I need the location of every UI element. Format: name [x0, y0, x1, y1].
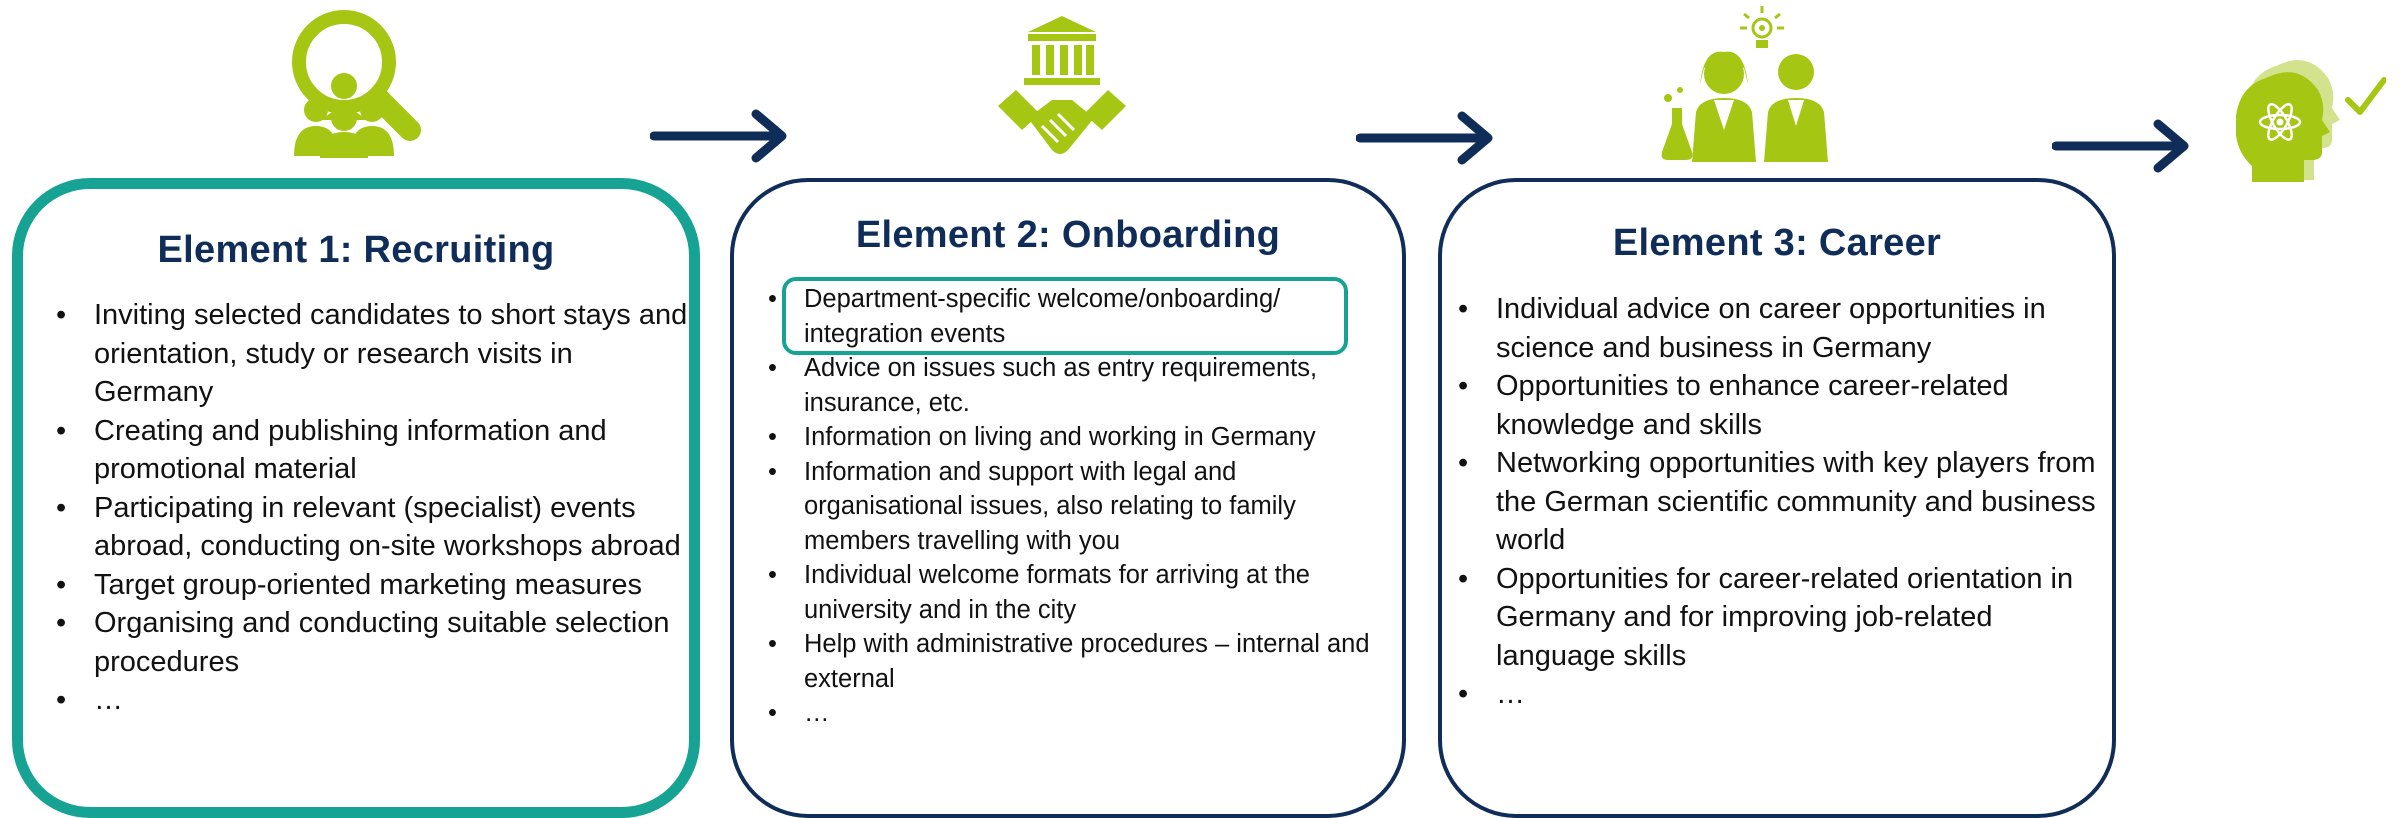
list-item: … — [768, 696, 1394, 731]
arrow-right-icon — [650, 109, 787, 163]
step-title: Element 3: Career — [1612, 222, 1942, 264]
list-item: Opportunities for career-related orienta… — [1458, 560, 2096, 676]
institution-handshake-icon — [998, 16, 1126, 154]
arrow-right-icon — [2052, 119, 2189, 173]
list-item: … — [1458, 675, 2096, 714]
list-item: Creating and publishing information and … — [56, 412, 694, 489]
step-card-onboarding: Element 2: Onboarding Department-specifi… — [730, 178, 1406, 818]
list-item: Organising and conducting suitable selec… — [56, 604, 694, 681]
list-item: Inviting selected candidates to short st… — [56, 296, 694, 412]
list-item: Opportunities to enhance career-related … — [1458, 367, 2096, 444]
list-item: Networking opportunities with key player… — [1458, 444, 2096, 560]
list-item: Participating in relevant (specialist) e… — [56, 489, 694, 566]
list-item: Information and support with legal and o… — [768, 455, 1394, 559]
step-title: Element 1: Recruiting — [157, 229, 555, 271]
step-item-list: Inviting selected candidates to short st… — [56, 296, 694, 720]
list-item: Department-specific welcome/onboarding/ … — [768, 282, 1394, 351]
list-item: Help with administrative procedures – in… — [768, 627, 1394, 696]
step-title: Element 2: Onboarding — [855, 214, 1281, 256]
list-item: … — [56, 681, 694, 720]
list-item: Individual welcome formats for arriving … — [768, 558, 1394, 627]
list-item: Advice on issues such as entry requireme… — [768, 351, 1394, 420]
magnifier-people-icon — [292, 10, 421, 158]
step-card-career: Element 3: Career Individual advice on c… — [1438, 178, 2116, 818]
list-item: Information on living and working in Ger… — [768, 420, 1394, 455]
step-item-list: Individual advice on career opportunitie… — [1458, 290, 2096, 714]
list-item: Target group-oriented marketing measures — [56, 566, 694, 605]
list-item: Individual advice on career opportunitie… — [1458, 290, 2096, 367]
step-card-recruiting: Element 1: Recruiting Inviting selected … — [12, 178, 700, 818]
arrow-right-icon — [1356, 111, 1493, 165]
head-atom-check-icon — [2236, 60, 2386, 182]
researchers-lightbulb-icon — [1661, 6, 1828, 162]
step-item-list: Department-specific welcome/onboarding/ … — [768, 282, 1394, 731]
